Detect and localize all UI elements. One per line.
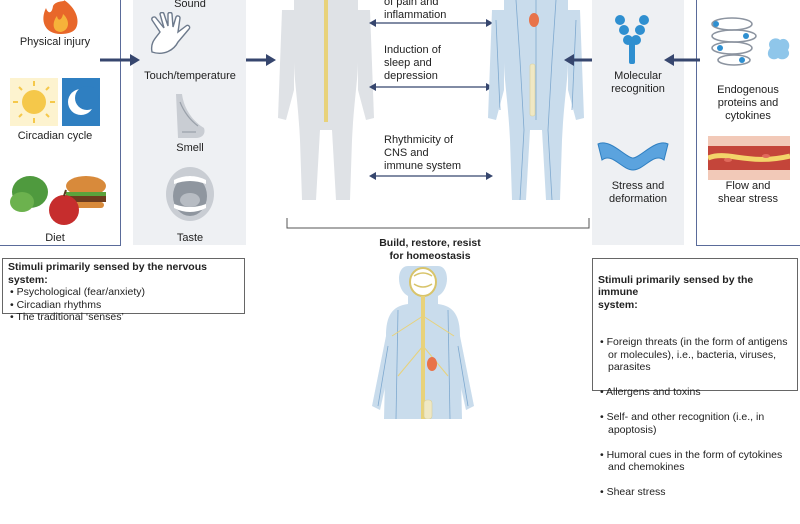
external-stimuli-panel <box>0 0 121 246</box>
deformation-icon <box>597 142 669 171</box>
box-title: Stimuli primarily sensed by the nervous … <box>8 261 207 286</box>
sense-label: Sound <box>174 0 206 10</box>
food-icon <box>10 176 106 225</box>
double-arrow-icon <box>369 83 493 91</box>
list-item: Psychological (fear/anxiety) <box>17 286 239 299</box>
sense-label: Stress and deformation <box>608 180 668 205</box>
list-item: Humoral cues in the form of cytokines an… <box>607 449 792 474</box>
sun-moon-icon <box>10 78 100 126</box>
list-item: Allergens and toxins <box>606 386 792 399</box>
sense-label: Molecular recognition <box>611 70 665 95</box>
combined-figure <box>372 266 474 419</box>
nose-icon <box>176 94 205 138</box>
arrow-right-icon <box>100 54 140 66</box>
immune-stimuli-box: Stimuli primarily sensed by the immune s… <box>592 258 798 498</box>
homeostasis-label: Build, restore, resist for homeostasis <box>379 237 481 262</box>
nervous-system-figure <box>278 0 374 200</box>
interaction-label: of pain and inflammation <box>384 0 447 21</box>
endogenous-stimuli-panel <box>696 0 800 246</box>
protein-icon <box>711 17 790 66</box>
list-item: Shear stress <box>607 486 792 499</box>
mouth-icon <box>166 167 214 221</box>
double-arrow-icon <box>369 172 493 180</box>
arrow-right-icon <box>246 54 276 66</box>
stimulus-label: Circadian cycle <box>17 130 93 142</box>
nervous-stimuli-box: Stimuli primarily sensed by the nervous … <box>2 258 245 323</box>
sense-label: Taste <box>176 232 204 244</box>
interaction-label: Rhythmicity of CNS and immune system <box>384 134 462 172</box>
interaction-label: Induction of sleep and depression <box>384 44 441 82</box>
stimulus-label: Flow and shear stress <box>718 180 778 205</box>
list-item: Foreign threats (in the form of antigens… <box>607 336 792 374</box>
arrow-left-icon <box>664 54 700 66</box>
stimulus-label: Endogenous proteins and cytokines <box>717 84 779 122</box>
arrow-left-icon <box>564 54 592 66</box>
blood-vessel-icon <box>708 136 790 180</box>
list-item: The traditional ‘senses’ <box>16 311 239 324</box>
receptor-icon <box>615 15 649 64</box>
list-item: Circadian rhythms <box>17 299 239 312</box>
convergence-bracket <box>286 218 590 229</box>
stimulus-label: Physical injury <box>19 36 91 48</box>
immune-system-figure <box>488 0 584 201</box>
sense-label: Touch/temperature <box>144 70 236 82</box>
sense-label: Smell <box>176 142 204 154</box>
flame-icon <box>43 0 78 34</box>
hand-icon <box>150 12 191 54</box>
list-item: Self- and other recognition (i.e., in ap… <box>607 411 792 436</box>
double-arrow-icon <box>369 19 493 27</box>
stimulus-label: Diet <box>45 232 65 244</box>
box-title: Stimuli primarily sensed by the immune s… <box>598 273 754 311</box>
